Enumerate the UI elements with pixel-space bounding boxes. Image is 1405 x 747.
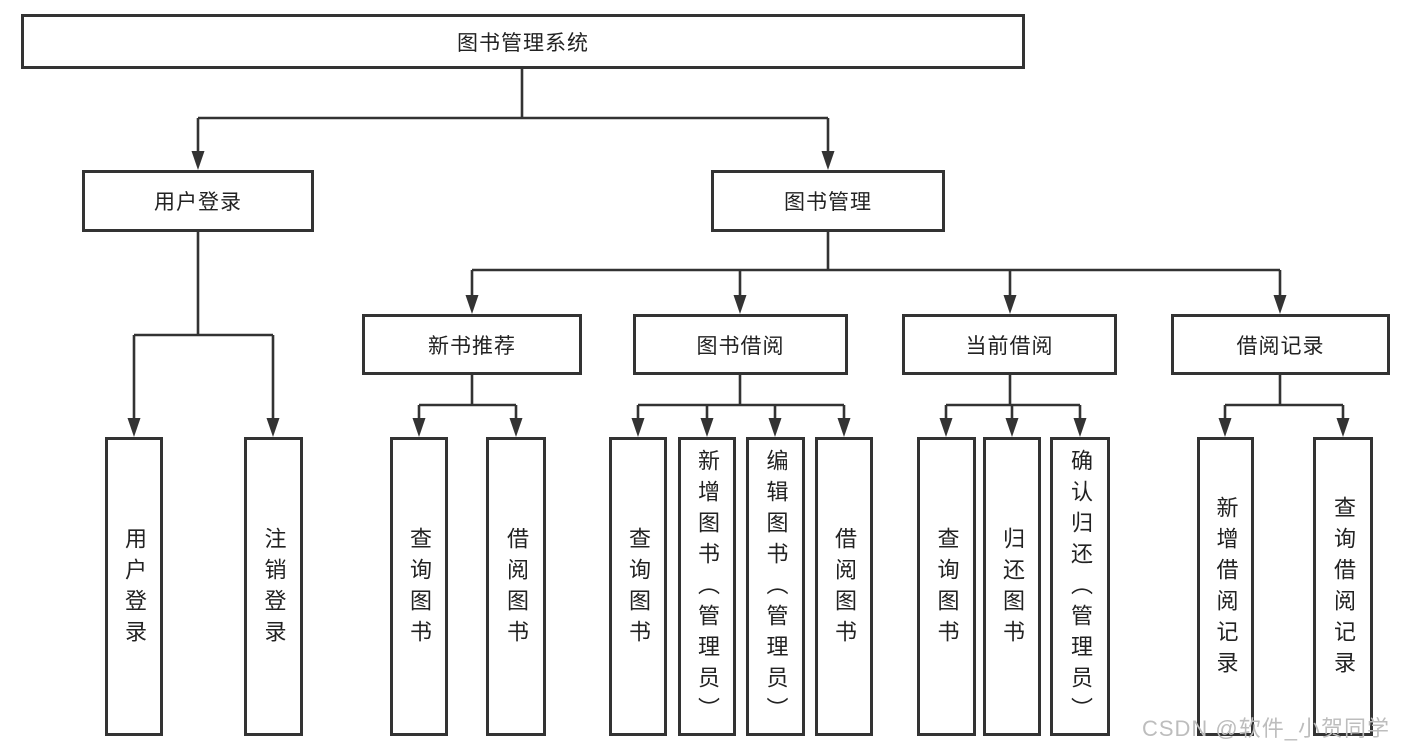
- leaf-newrec-query-books: 查询图书: [390, 437, 448, 736]
- arrowheads: [127, 151, 1350, 437]
- leaf-record-query-label: 查询借阅记录: [1331, 495, 1356, 682]
- leaf-user-login-label: 用户登录: [122, 526, 147, 651]
- node-current-borrow-label: 当前借阅: [965, 334, 1054, 358]
- node-current-borrow: 当前借阅: [902, 314, 1117, 375]
- node-book-management: 图书管理: [711, 170, 945, 232]
- leaf-current-confirm-label: 确认归还（管理员）: [1068, 449, 1093, 728]
- leaf-borrow-add-label: 新增图书（管理员）: [695, 449, 720, 728]
- node-user-login-label: 用户登录: [154, 191, 242, 214]
- node-root-label: 图书管理系统: [457, 31, 589, 55]
- leaf-record-add-borrow-record: 新增借阅记录: [1197, 437, 1254, 736]
- leaf-current-confirm-return-admin: 确认归还（管理员）: [1050, 437, 1110, 736]
- leaf-record-add-label: 新增借阅记录: [1213, 495, 1239, 682]
- leaf-current-return-label: 归还图书: [1000, 526, 1025, 651]
- leaf-borrow-edit-label: 编辑图书（管理员）: [763, 449, 789, 728]
- leaf-current-query-books: 查询图书: [917, 437, 976, 736]
- node-book-borrow: 图书借阅: [633, 314, 848, 375]
- node-borrow-record-label: 借阅记录: [1236, 334, 1325, 358]
- leaf-newrec-borrow-label: 借阅图书: [504, 526, 529, 651]
- node-user-login: 用户登录: [82, 170, 314, 232]
- leaf-user-login: 用户登录: [105, 437, 163, 736]
- leaf-current-query-label: 查询图书: [934, 526, 960, 651]
- leaf-newrec-borrow-books: 借阅图书: [486, 437, 546, 736]
- leaf-borrow-query-label: 查询图书: [626, 526, 651, 651]
- leaf-logout-label: 注销登录: [261, 526, 287, 651]
- leaf-borrow-add-books-admin: 新增图书（管理员）: [678, 437, 736, 736]
- leaf-borrow-edit-books-admin: 编辑图书（管理员）: [746, 437, 805, 736]
- node-new-book-recommend-label: 新书推荐: [428, 334, 516, 358]
- leaf-borrow-borrow-books: 借阅图书: [815, 437, 873, 736]
- leaf-borrow-query-books: 查询图书: [609, 437, 667, 736]
- leaf-current-return-books: 归还图书: [983, 437, 1041, 736]
- node-new-book-recommend: 新书推荐: [362, 314, 582, 375]
- leaf-newrec-query-label: 查询图书: [407, 526, 432, 651]
- node-root-system: 图书管理系统: [21, 14, 1025, 69]
- leaf-record-query-borrow-record: 查询借阅记录: [1313, 437, 1373, 736]
- leaf-logout: 注销登录: [244, 437, 303, 736]
- node-borrow-record: 借阅记录: [1171, 314, 1390, 375]
- node-book-management-label: 图书管理: [784, 191, 872, 214]
- csdn-watermark: CSDN @软件_小贺同学: [1141, 716, 1390, 741]
- leaf-borrow-borrow-label: 借阅图书: [832, 526, 857, 651]
- node-book-borrow-label: 图书借阅: [696, 334, 785, 358]
